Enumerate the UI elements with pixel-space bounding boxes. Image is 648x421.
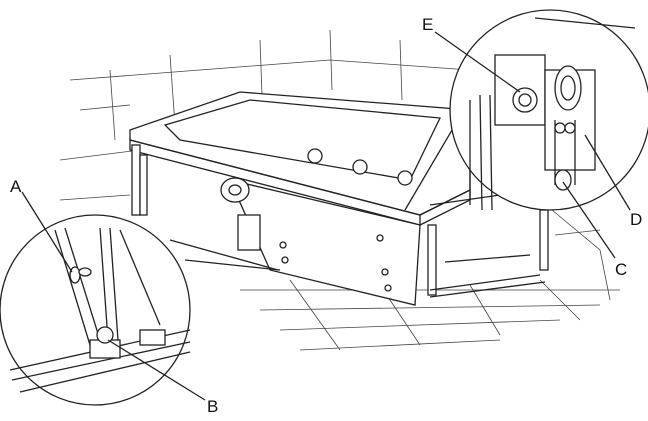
callout-leaders xyxy=(21,31,631,401)
detail-magnifier-right xyxy=(404,9,648,211)
callout-label-a: A xyxy=(10,177,22,196)
callout-label-e: E xyxy=(422,15,433,34)
wall-tiles xyxy=(59,29,611,301)
callout-label-d: D xyxy=(630,210,642,229)
whirlpool-jets xyxy=(307,148,413,186)
tub-apron-panel xyxy=(228,179,421,306)
callout-label-c: C xyxy=(615,260,627,279)
pump-motor xyxy=(220,177,261,251)
callout-label-b: B xyxy=(207,397,218,416)
detail-magnifier-left xyxy=(0,214,281,406)
